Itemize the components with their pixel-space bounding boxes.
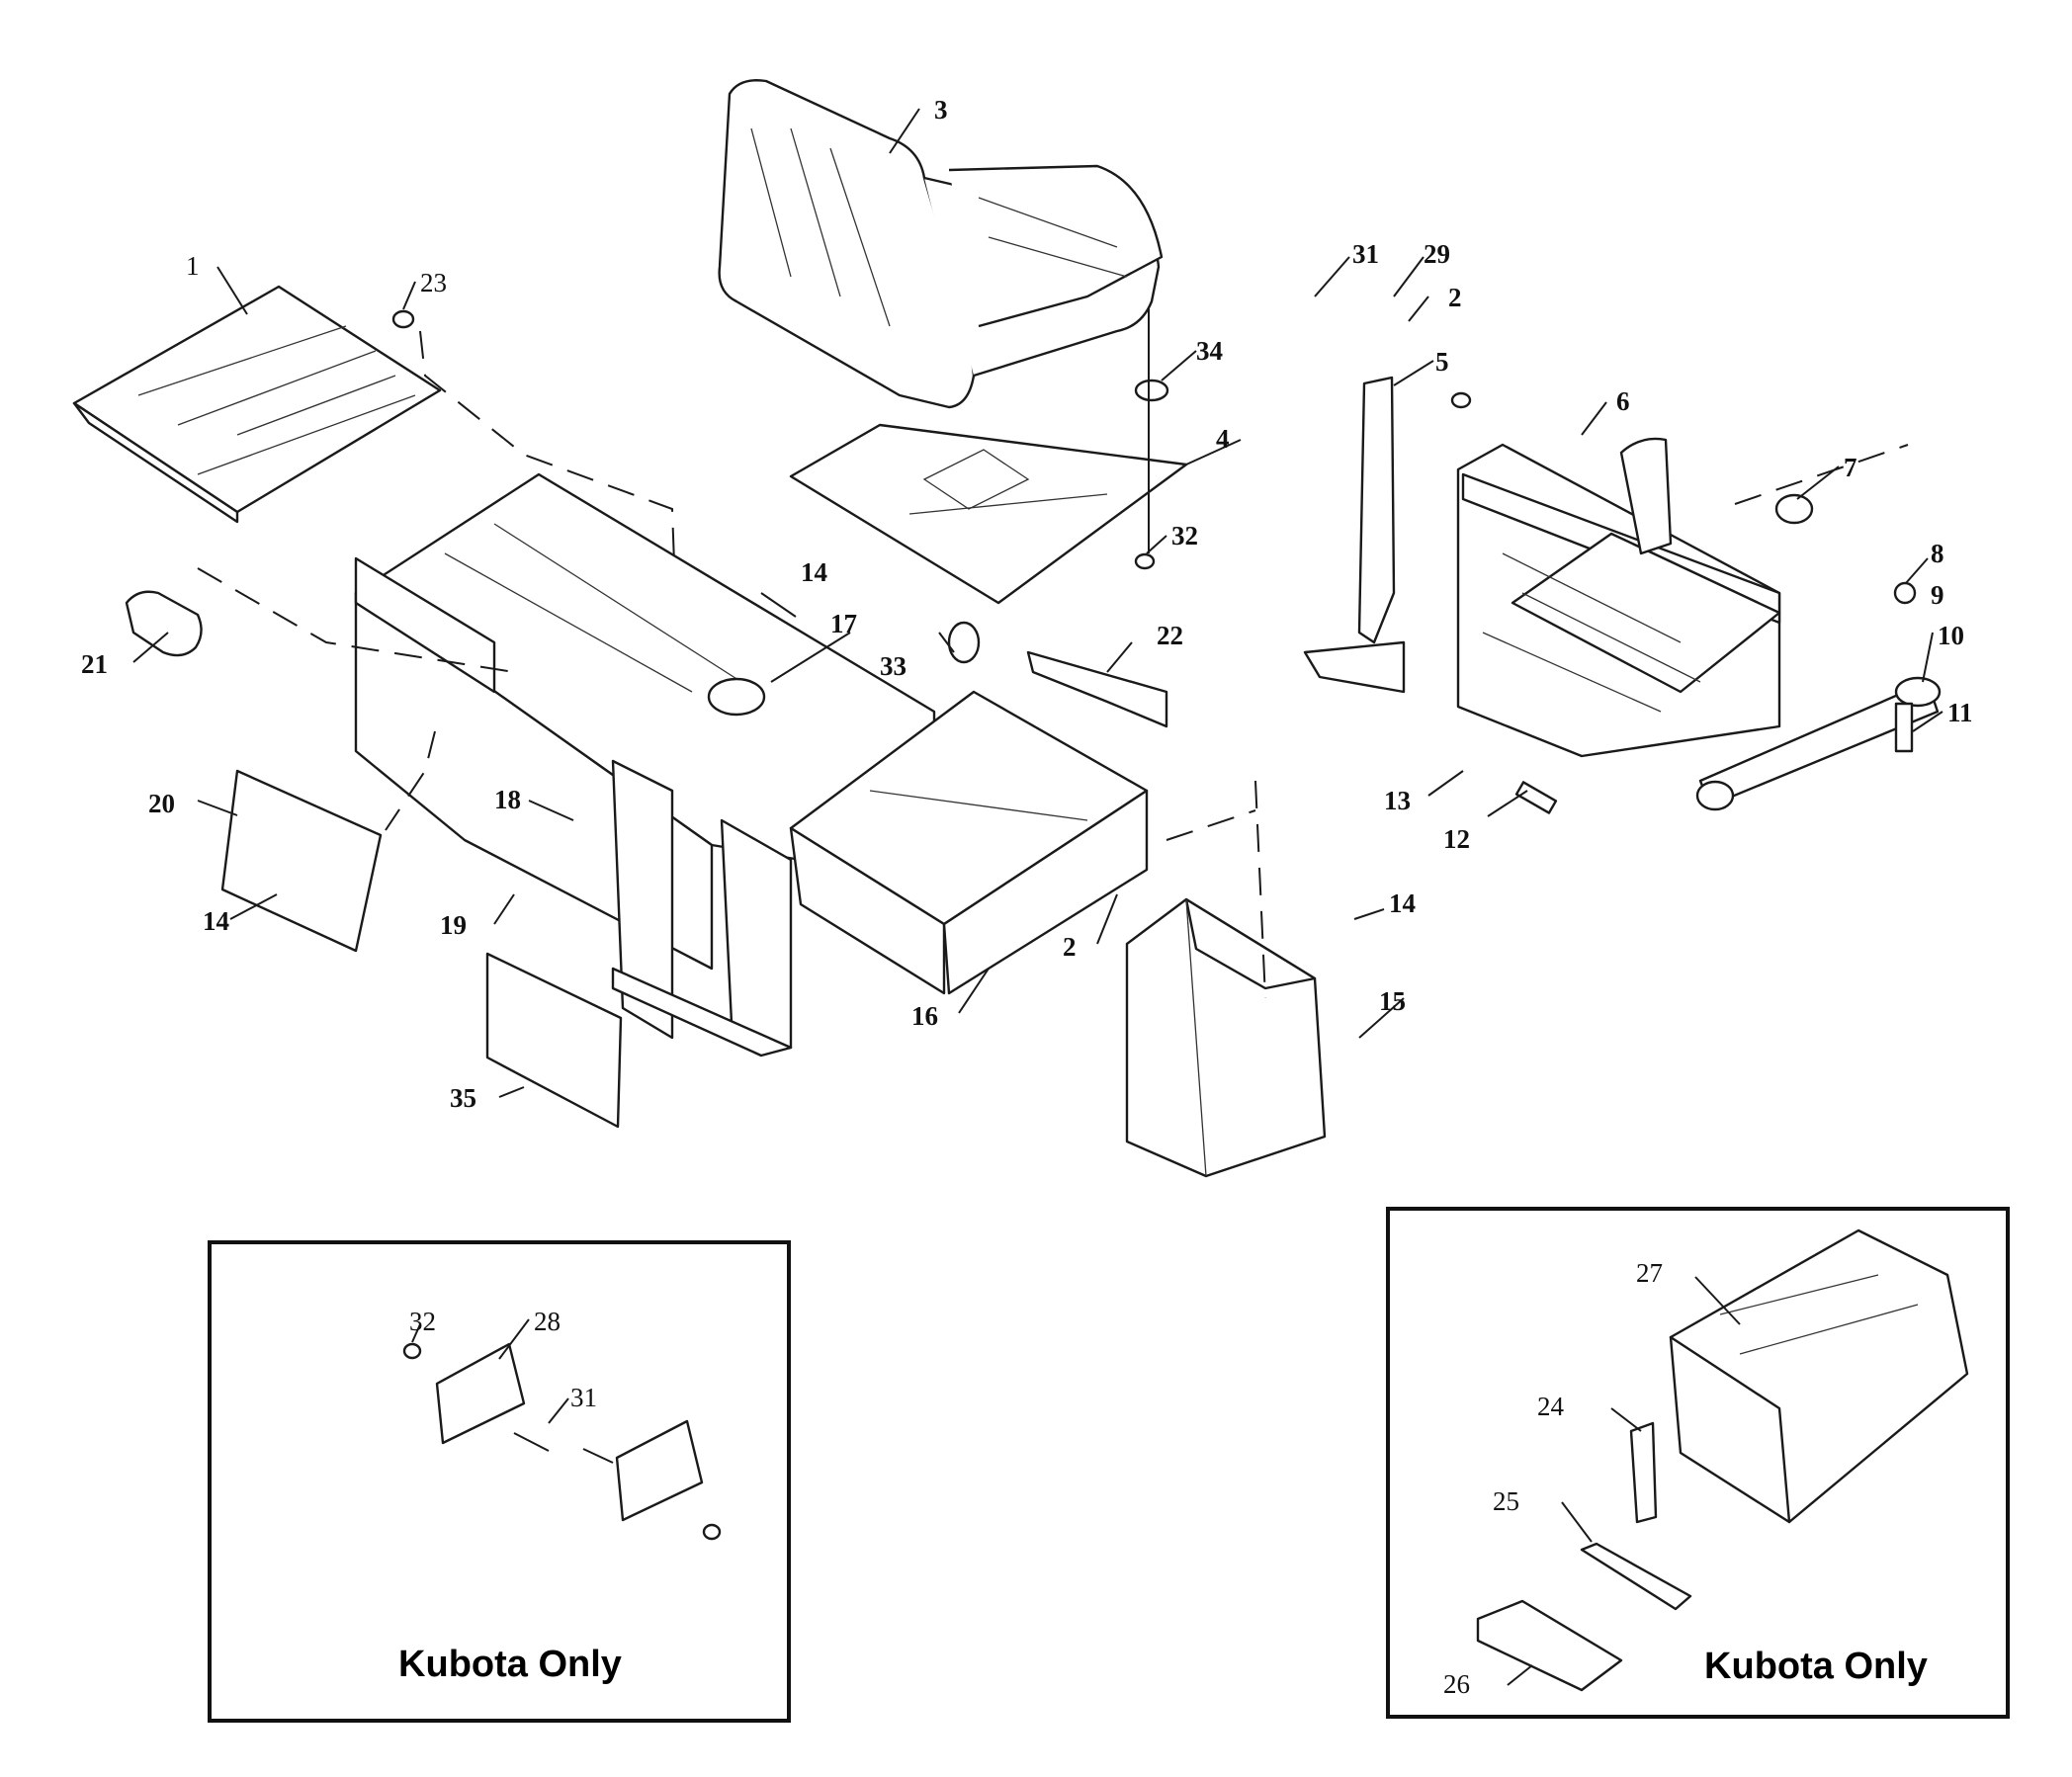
callout-8: 8 [1931, 539, 1944, 568]
part-21-lamp [125, 590, 203, 657]
callout-3: 3 [934, 95, 948, 125]
hardware [391, 309, 1917, 814]
callout-1: 1 [186, 251, 200, 281]
callout-14-top: 14 [801, 557, 827, 587]
callout-19: 19 [440, 910, 467, 940]
callout-21: 21 [81, 649, 108, 679]
callout-12: 12 [1443, 824, 1470, 854]
callout-35: 35 [450, 1083, 476, 1113]
callout-7: 7 [1844, 453, 1857, 482]
callout-23: 23 [420, 268, 447, 297]
part-16-main-fender [354, 472, 1149, 1058]
callout-20: 20 [148, 789, 175, 818]
callout-29: 29 [1424, 239, 1450, 269]
callout-5: 5 [1435, 347, 1449, 377]
part-1-front-panel [72, 285, 442, 524]
callout-17: 17 [830, 609, 857, 638]
part-3-seat [718, 79, 1164, 409]
inset-frame-right [1386, 1207, 2010, 1719]
callout-31: 31 [1352, 239, 1379, 269]
callout-14-left: 14 [203, 906, 229, 936]
callout-32: 32 [1171, 521, 1198, 550]
part-15-rear-shroud [1125, 897, 1327, 1178]
part-4-seat-plate [789, 423, 1188, 605]
callout-18: 18 [494, 785, 521, 814]
leader-lines [132, 108, 1943, 1686]
callout-22: 22 [1157, 621, 1183, 650]
callout-16: 16 [911, 1001, 938, 1031]
part-22-bracket [1026, 650, 1168, 728]
callouts: 1 23 3 34 4 32 31 29 2 5 6 7 8 9 10 11 1… [81, 95, 1973, 1699]
callout-14-right: 14 [1389, 888, 1416, 918]
inset-left-title: Kubota Only [398, 1644, 622, 1685]
callout-2: 2 [1448, 283, 1462, 312]
inset-right-title: Kubota Only [1704, 1646, 1928, 1687]
part-20-side-plate [220, 769, 383, 953]
callout-26: 26 [1443, 1669, 1470, 1699]
part-5-frame-bracket [1303, 376, 1406, 694]
callout-4: 4 [1216, 424, 1230, 454]
callout-25: 25 [1493, 1486, 1519, 1516]
callout-15: 15 [1379, 986, 1406, 1016]
callout-10: 10 [1938, 621, 1964, 650]
callout-27: 27 [1636, 1258, 1663, 1288]
callout-6: 6 [1616, 386, 1630, 416]
callout-2-lower: 2 [1063, 932, 1077, 962]
inset-frame-left [208, 1240, 791, 1723]
callout-13: 13 [1384, 786, 1411, 815]
callout-11: 11 [1947, 698, 1973, 727]
inset-right-parts [1476, 1228, 1969, 1692]
callout-24: 24 [1537, 1392, 1565, 1421]
callout-31-inset: 31 [570, 1383, 597, 1412]
callout-33: 33 [880, 651, 906, 681]
assembly-lines [197, 308, 1909, 999]
callout-28: 28 [534, 1307, 561, 1336]
callout-34: 34 [1196, 336, 1223, 366]
callout-32-inset: 32 [409, 1307, 436, 1336]
part-35-cover [485, 952, 623, 1129]
part-10-arm [1695, 676, 1942, 811]
platform-frame [1456, 437, 1781, 758]
callout-9: 9 [1931, 580, 1944, 610]
inset-left-brackets [402, 1342, 722, 1541]
